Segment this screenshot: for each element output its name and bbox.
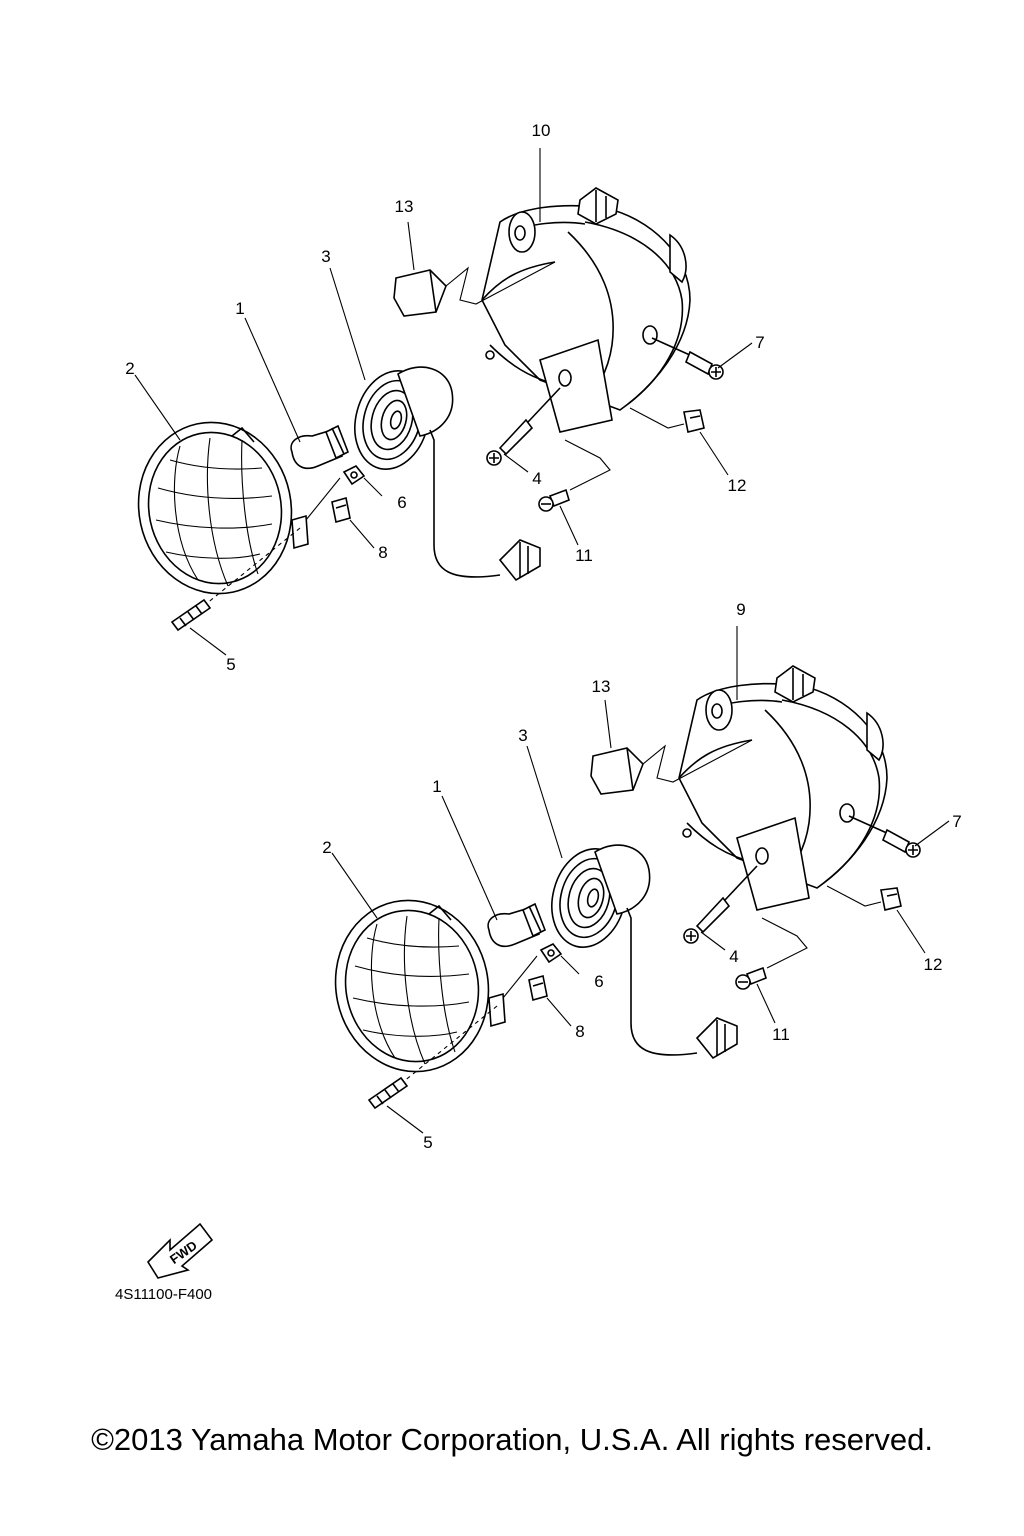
lower-lamp-assembly: 1 2 3 4 5 6 7 8 9 11 12 13: [318, 600, 962, 1152]
callout-4: 4: [729, 947, 738, 966]
callout-5: 5: [226, 655, 235, 674]
callout-7: 7: [952, 812, 961, 831]
callout-2: 2: [322, 838, 331, 857]
copyright-notice: ©2013 Yamaha Motor Corporation, U.S.A. A…: [91, 1422, 933, 1457]
callout-13: 13: [592, 677, 611, 696]
callout-10: 10: [532, 121, 551, 140]
callout-9: 9: [736, 600, 745, 619]
callout-7: 7: [755, 333, 764, 352]
callout-2: 2: [125, 359, 134, 378]
callout-6: 6: [594, 972, 603, 991]
diagram-code: 4S11100-F400: [115, 1286, 212, 1303]
callout-6: 6: [397, 493, 406, 512]
callout-11: 11: [772, 1025, 790, 1044]
callout-5: 5: [423, 1133, 432, 1152]
callout-8: 8: [575, 1022, 584, 1041]
callout-13: 13: [395, 197, 414, 216]
callout-12: 12: [924, 955, 943, 974]
callout-3: 3: [518, 726, 527, 745]
callout-1: 1: [432, 777, 441, 796]
callout-8: 8: [378, 543, 387, 562]
upper-lamp-assembly: 1 2 3 4 5 6 7 8 10 11 12 13: [121, 121, 765, 674]
callout-12: 12: [728, 476, 747, 495]
forward-direction-arrow-icon: FWD: [146, 1222, 214, 1279]
callout-4: 4: [532, 469, 541, 488]
callout-3: 3: [321, 247, 330, 266]
callout-1: 1: [235, 299, 244, 318]
callout-11: 11: [575, 546, 593, 565]
